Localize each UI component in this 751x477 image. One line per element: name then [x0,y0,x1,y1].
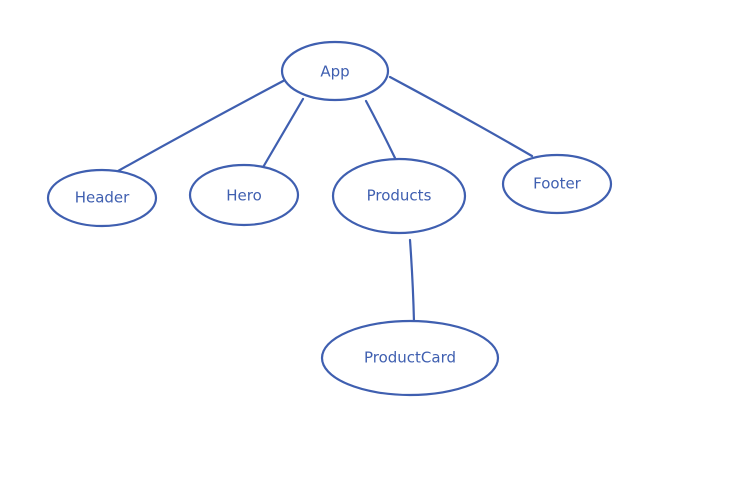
node-hero-label: Hero [226,187,262,205]
node-products-shape [331,157,467,235]
edge-app-footer [388,75,534,158]
node-products-label: Products [367,187,432,205]
node-header-shape [46,168,158,228]
node-footer-label: Footer [533,175,582,193]
node-hero[interactable]: Hero [188,163,300,227]
node-footer[interactable]: Footer [501,153,613,215]
node-products[interactable]: Products [331,157,467,235]
edge-app-hero [260,97,305,171]
node-header[interactable]: Header [46,168,158,228]
node-footer-shape [501,153,613,215]
node-productcard-shape [320,319,500,397]
node-hero-shape [188,163,300,227]
node-app-label: App [320,63,349,81]
node-app-shape [280,40,390,102]
edge-products-productcard [408,238,416,324]
node-productcard-label: ProductCard [364,349,456,367]
node-app[interactable]: App [280,40,390,102]
node-productcard[interactable]: ProductCard [320,319,500,397]
node-header-label: Header [75,189,130,207]
edge-app-header [116,78,287,173]
edge-app-products [364,99,397,160]
